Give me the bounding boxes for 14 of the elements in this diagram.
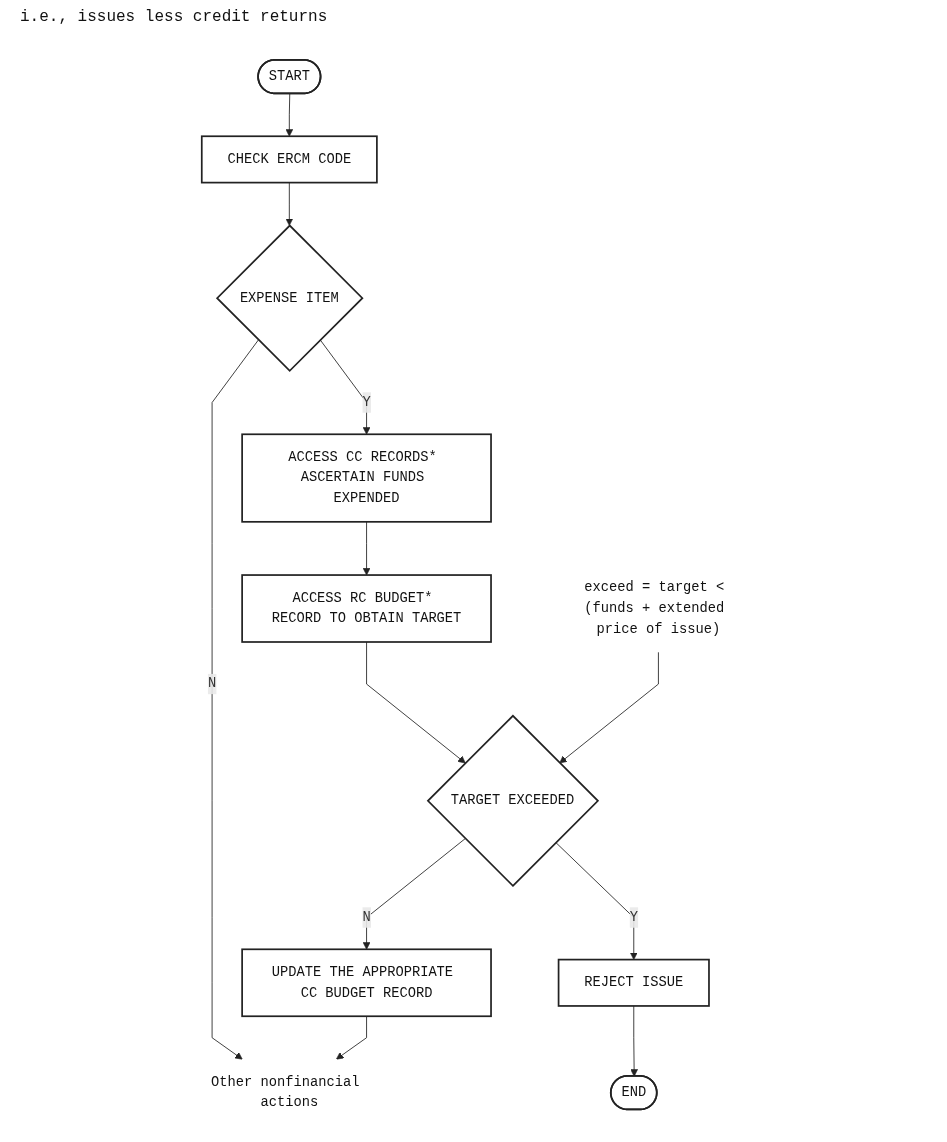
- edge-label: N: [362, 909, 371, 926]
- node-diamond: TARGET EXCEEDED: [426, 714, 599, 887]
- node-box: CHECK ERCM CODE: [200, 135, 378, 184]
- edge-label: N: [207, 676, 216, 692]
- node-diamond: EXPENSE ITEM: [215, 224, 364, 372]
- node-box: ACCESS CC RECORDS* ASCERTAIN FUNDS EXPENDED: [240, 433, 492, 523]
- edge-label: Y: [629, 909, 638, 926]
- node-box: REJECT ISSUE: [557, 958, 710, 1007]
- note-text: i.e., issues less credit returns: [20, 8, 328, 26]
- node-text: exceed = target < (funds + extended price of issue): [583, 580, 724, 637]
- edge-label: Y: [362, 394, 371, 411]
- node-text: Other nonfinancial actions: [210, 1074, 359, 1111]
- node-box: UPDATE THE APPROPRIATE CC BUDGET RECORD: [240, 948, 492, 1018]
- node-box: ACCESS RC BUDGET* RECORD TO OBTAIN TARGET: [240, 574, 492, 643]
